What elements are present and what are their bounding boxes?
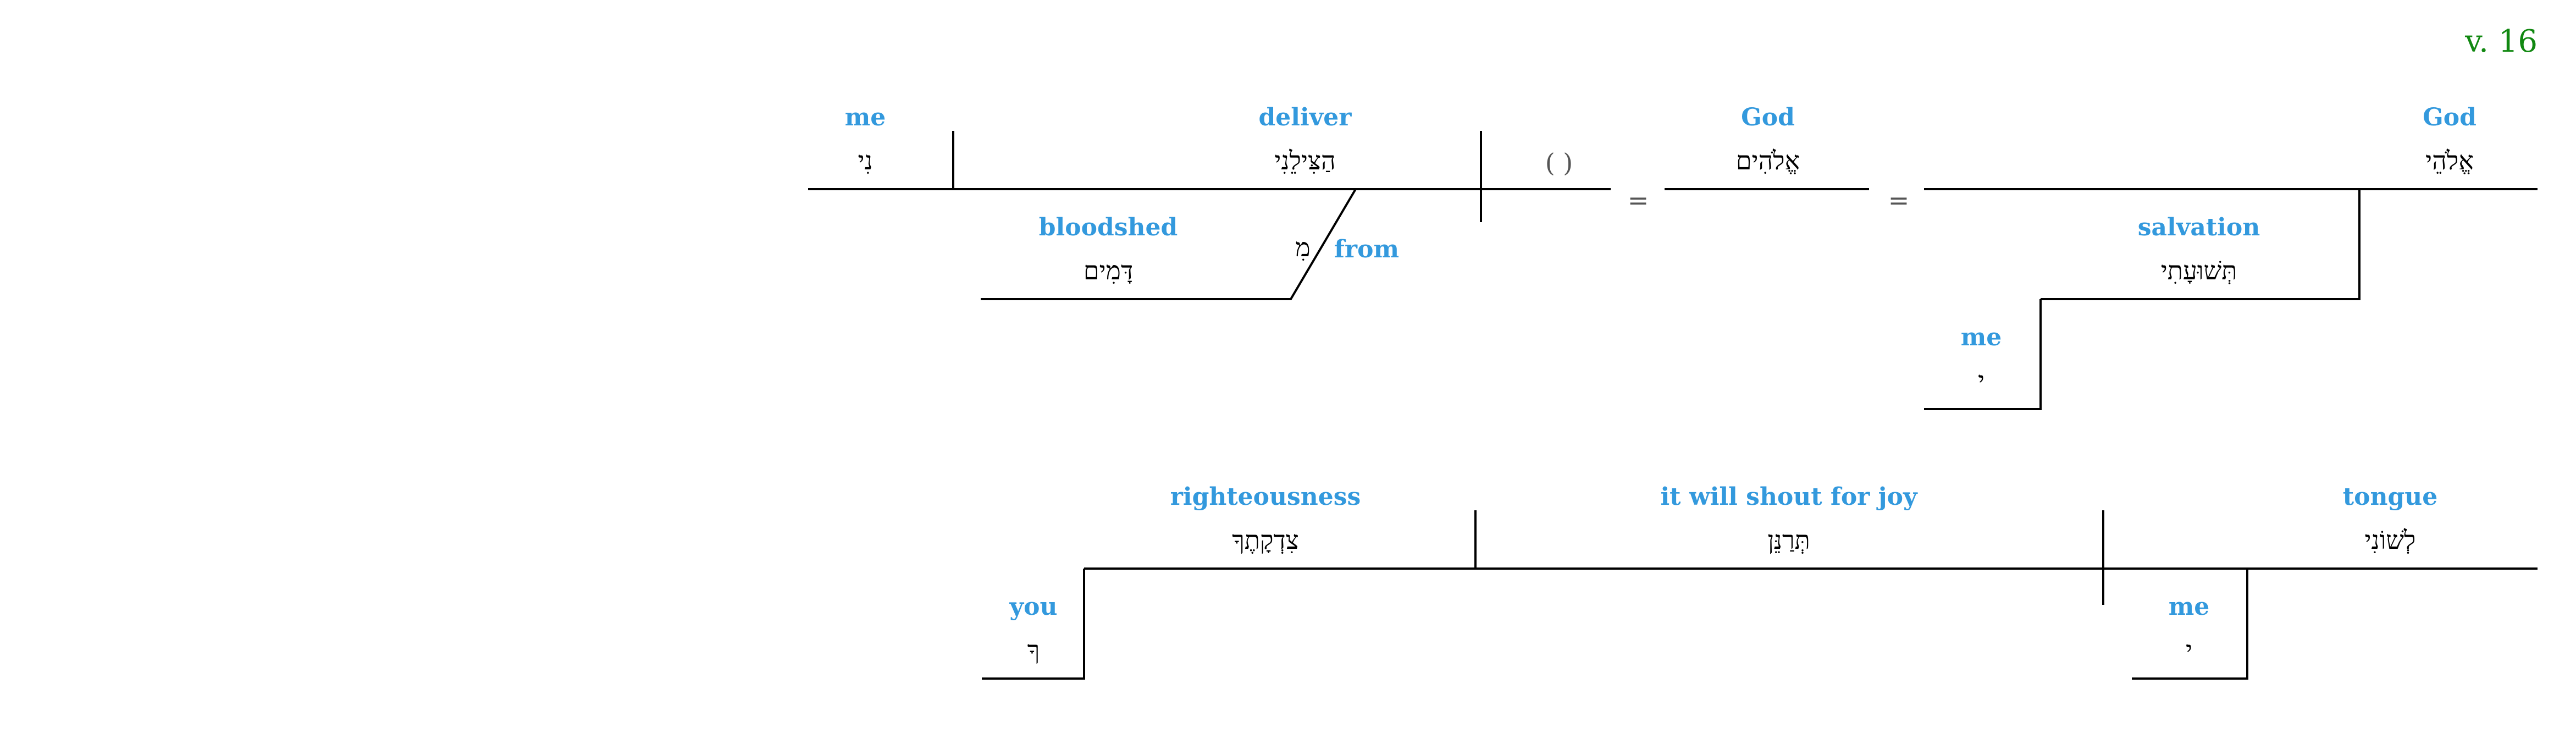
subject-possessor-step [2132, 569, 2248, 680]
verb-gloss: deliver [1259, 103, 1352, 131]
object-possessor-hebrew: ךָ [1027, 635, 1040, 665]
object-possessor-gloss: you [1009, 593, 1058, 621]
clause-1-words: me נִי deliver הַצִּילֵנִי ( ) = God אֱל… [845, 103, 2477, 395]
prep-phrase-line [981, 188, 1357, 300]
object-hebrew: נִי [858, 146, 872, 175]
appositive-hebrew: אֱלֹהִים [1736, 146, 1800, 175]
possessor-gloss: me [1961, 323, 2002, 351]
clause-2-words: righteousness צִדְקָתֶךָ it will shout f… [1009, 483, 2438, 665]
object-gloss: me [845, 103, 886, 131]
prep-gloss: from [1334, 235, 1399, 263]
verb2-hebrew: תְּרַנֵּן [1767, 525, 1810, 555]
clause-2-lines [982, 510, 2538, 680]
object2-gloss: righteousness [1170, 483, 1361, 511]
possessor-step-line [1924, 299, 2042, 410]
subject2-hebrew: לְשׁוֹנִי [2365, 525, 2416, 555]
possessor-hebrew: י [1978, 366, 1984, 395]
subject-possessor-gloss: me [2169, 593, 2210, 621]
verb2-gloss: it will shout for joy [1660, 483, 1917, 511]
prep-object-gloss: bloodshed [1039, 213, 1178, 241]
modifier-step-line [2041, 189, 2361, 300]
subject-placeholder: ( ) [1545, 148, 1573, 178]
verse-label: v. 16 [2464, 24, 2538, 59]
modifier-hebrew: תְּשׁוּעָתִי [2161, 256, 2237, 285]
subject2-gloss: tongue [2343, 483, 2437, 511]
object-possessor-step [982, 569, 1085, 680]
verb-hebrew: הַצִּילֵנִי [1274, 146, 1335, 175]
subject-possessor-hebrew: י [2186, 635, 2192, 665]
prep-hebrew: מִ [1295, 233, 1310, 262]
modifier-gloss: salvation [2138, 213, 2260, 241]
object2-hebrew: צִדְקָתֶךָ [1232, 525, 1299, 555]
prep-object-hebrew: דָּמִים [1084, 256, 1133, 285]
clause-1-lines [808, 131, 2538, 410]
equals-sign-1: = [1628, 185, 1649, 215]
appositive-gloss: God [1741, 103, 1795, 131]
vocative-hebrew: אֱלֹהֵי [2425, 146, 2474, 175]
equals-sign-2: = [1888, 185, 1910, 215]
vocative-gloss: God [2423, 103, 2477, 131]
